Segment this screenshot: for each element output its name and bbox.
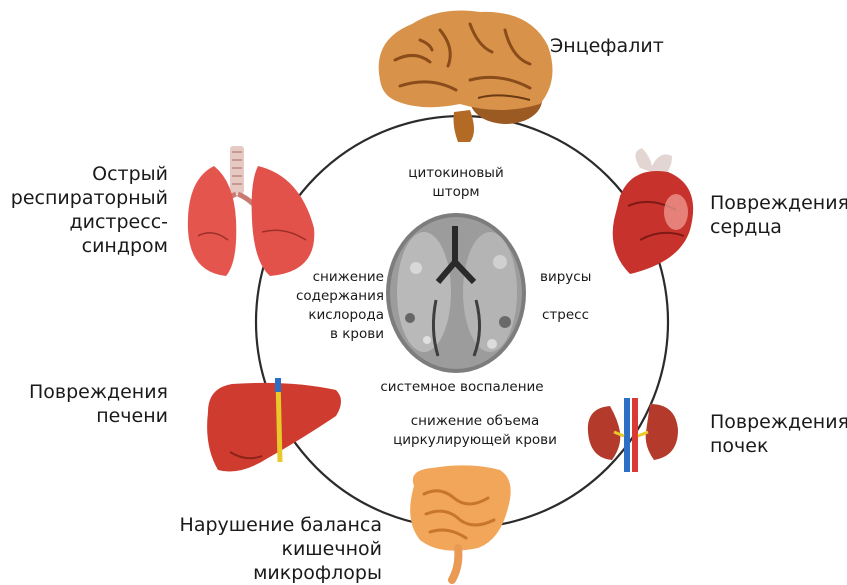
gut-microflora-label: Нарушение баланса кишечной микрофлоры xyxy=(150,513,382,585)
encephalitis-label: Энцефалит xyxy=(550,34,664,58)
kidneys-icon xyxy=(588,398,678,472)
liver-damage-label: Повреждения печени xyxy=(4,380,168,428)
stress-label: стресс xyxy=(542,306,589,325)
brain-icon xyxy=(379,11,553,143)
oxygen-drop-label: снижение содержания кислорода в крови xyxy=(272,268,384,344)
blood-volume-label: снижение объема циркулирующей крови xyxy=(380,412,570,450)
intestine-icon xyxy=(410,465,511,580)
ards-label: Острый респираторный дистресс- синдром xyxy=(4,162,168,258)
lung-ct-scan-image xyxy=(386,213,526,373)
heart-damage-label: Повреждения сердца xyxy=(710,191,847,239)
kidney-damage-label: Повреждения почек xyxy=(710,410,847,458)
cytokine-storm-label: цитокиновый шторм xyxy=(392,164,520,202)
liver-icon xyxy=(207,378,341,472)
heart-icon xyxy=(613,148,693,274)
systemic-inflammation-label: системное воспаление xyxy=(356,378,568,397)
lungs-icon xyxy=(188,146,314,276)
viruses-label: вирусы xyxy=(540,268,591,287)
